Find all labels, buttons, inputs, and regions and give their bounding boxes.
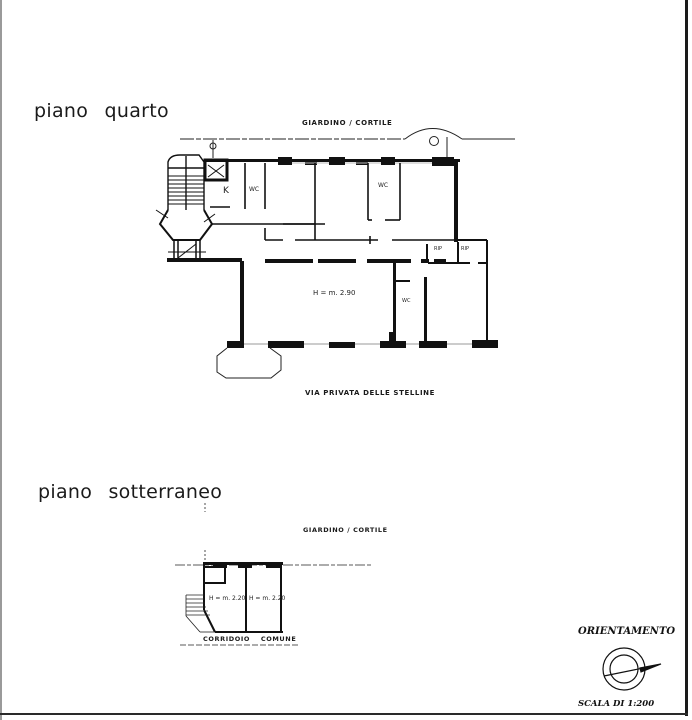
label-via-privata-delle-stelline: VIA PRIVATA DELLE STELLINE [305,389,435,397]
label-corridoio-comune: CORRIDOIO COMUNE [203,635,297,643]
room-label-wc-3: WC [402,298,411,304]
frame-right-border [685,0,688,716]
room-label-rip-1: RIP [434,246,442,252]
room-label-rip-2: RIP [461,246,469,252]
orientation-label: ORIENTAMENTO [578,626,676,637]
room-label-kitchen: K [223,186,229,196]
room-label-height-cellar-1: H = m. 2.20 [209,595,246,602]
scale-label: SCALA DI 1:200 [578,699,655,709]
label-giardino-cortile-top: GIARDINO / CORTILE [302,119,393,127]
room-label-height-living: H = m. 2.90 [313,289,356,297]
frame-left-border [0,0,2,720]
frame-bottom-border [0,713,688,715]
room-label-wc-1: WC [249,186,260,193]
label-giardino-cortile-basement: GIARDINO / CORTILE [303,526,388,534]
floor-title-sotterraneo: piano sotterraneo [38,481,223,503]
floor-title-quarto: piano quarto [34,100,169,122]
room-label-wc-2: WC [378,182,389,189]
room-label-height-cellar-2: H = m. 2.20 [249,595,286,602]
